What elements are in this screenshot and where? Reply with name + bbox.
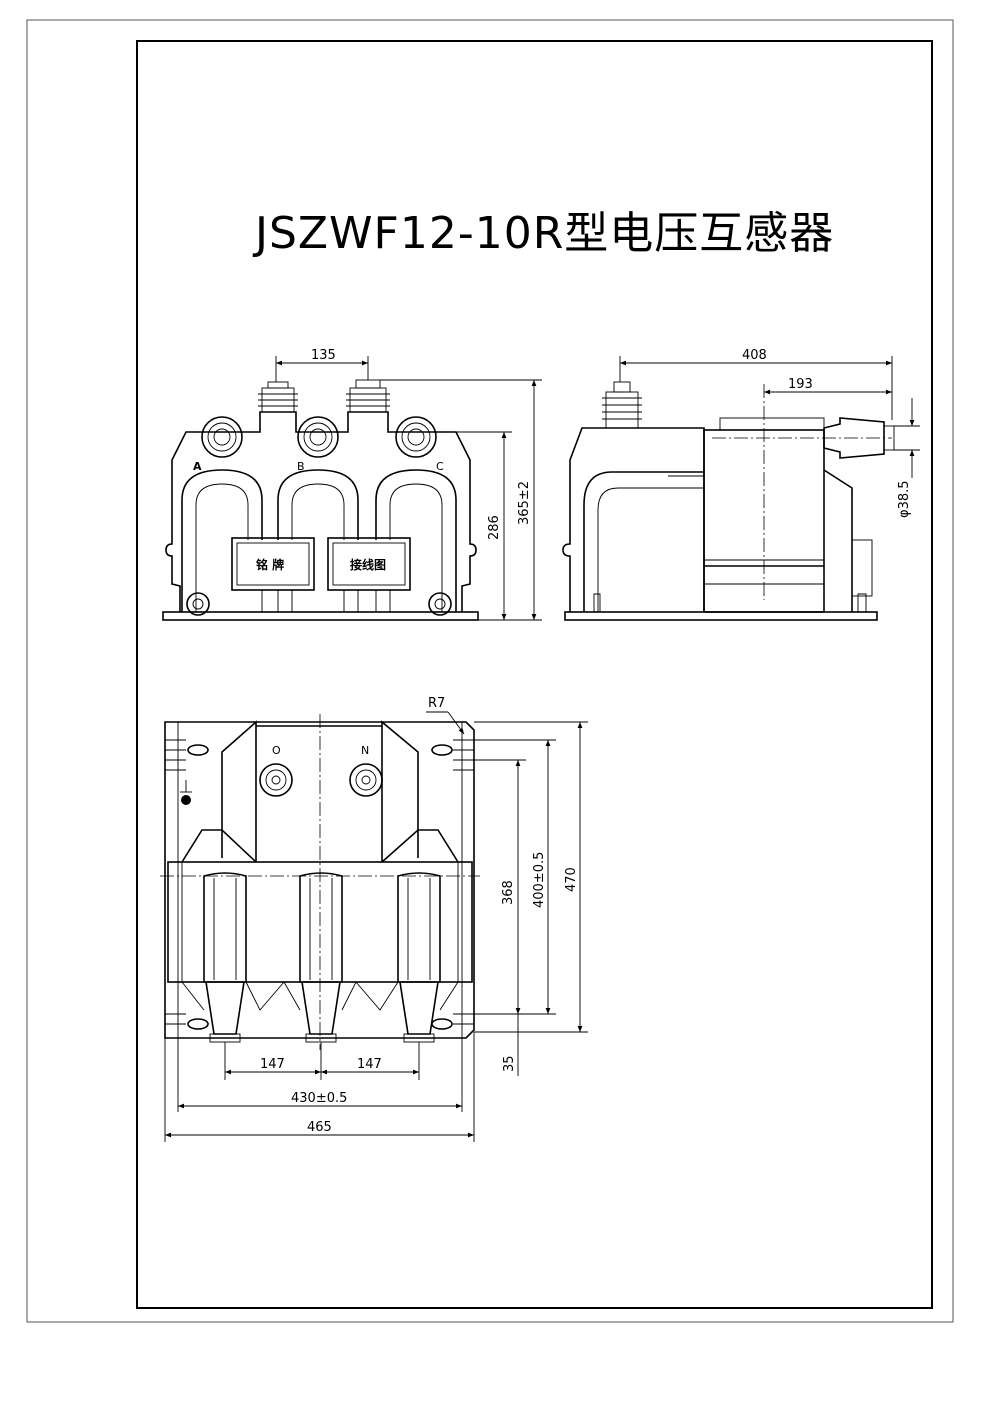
front-terminal-c: [395, 416, 437, 458]
terminal-label-n: N: [361, 744, 369, 757]
dim-147-left: 147: [260, 1057, 285, 1072]
dim-408: 408: [742, 348, 767, 363]
dim-465: 465: [307, 1120, 332, 1135]
dim-400: 400±0.5: [532, 852, 547, 908]
dim-35: 35: [502, 1055, 517, 1072]
ground-icon: [180, 780, 192, 805]
dim-135: 135: [311, 348, 336, 363]
dim-286: 286: [487, 515, 502, 540]
front-view: A B C 铭 牌 接线图 135 286 365±2: [162, 348, 542, 621]
dim-368: 368: [501, 880, 516, 905]
front-terminal-a: [201, 416, 243, 458]
drawing-title: JSZWF12-10R型电压互感器: [252, 208, 834, 259]
drawing-frame: [136, 40, 933, 1309]
dim-470: 470: [564, 867, 579, 892]
dim-r7: R7: [428, 696, 445, 711]
front-bushing-right: [346, 379, 390, 413]
wiring-panel: [327, 537, 411, 591]
side-view: 408 193 φ38.5: [562, 348, 920, 621]
dim-365: 365±2: [517, 481, 532, 525]
dim-phi38-5: φ38.5: [897, 480, 912, 518]
front-terminal-b: [297, 416, 339, 458]
phase-label-a: A: [193, 460, 202, 473]
dim-147-right: 147: [357, 1057, 382, 1072]
terminal-label-o: O: [272, 744, 281, 757]
phase-label-c: C: [436, 460, 444, 473]
coil-tube-right: [397, 872, 441, 1043]
nameplate-label: 铭 牌: [256, 557, 284, 572]
bottom-view: O N R7: [160, 696, 588, 1142]
phase-label-b: B: [297, 460, 305, 473]
dim-193: 193: [788, 377, 813, 392]
front-bushing-left: [258, 381, 298, 413]
coil-tube-left: [203, 872, 247, 1043]
outer-border: [26, 19, 954, 1323]
dim-430: 430±0.5: [291, 1091, 347, 1106]
wiring-diagram-label: 接线图: [350, 557, 386, 572]
coil-tube-middle: [299, 872, 343, 1043]
nameplate-panel: [231, 537, 315, 591]
